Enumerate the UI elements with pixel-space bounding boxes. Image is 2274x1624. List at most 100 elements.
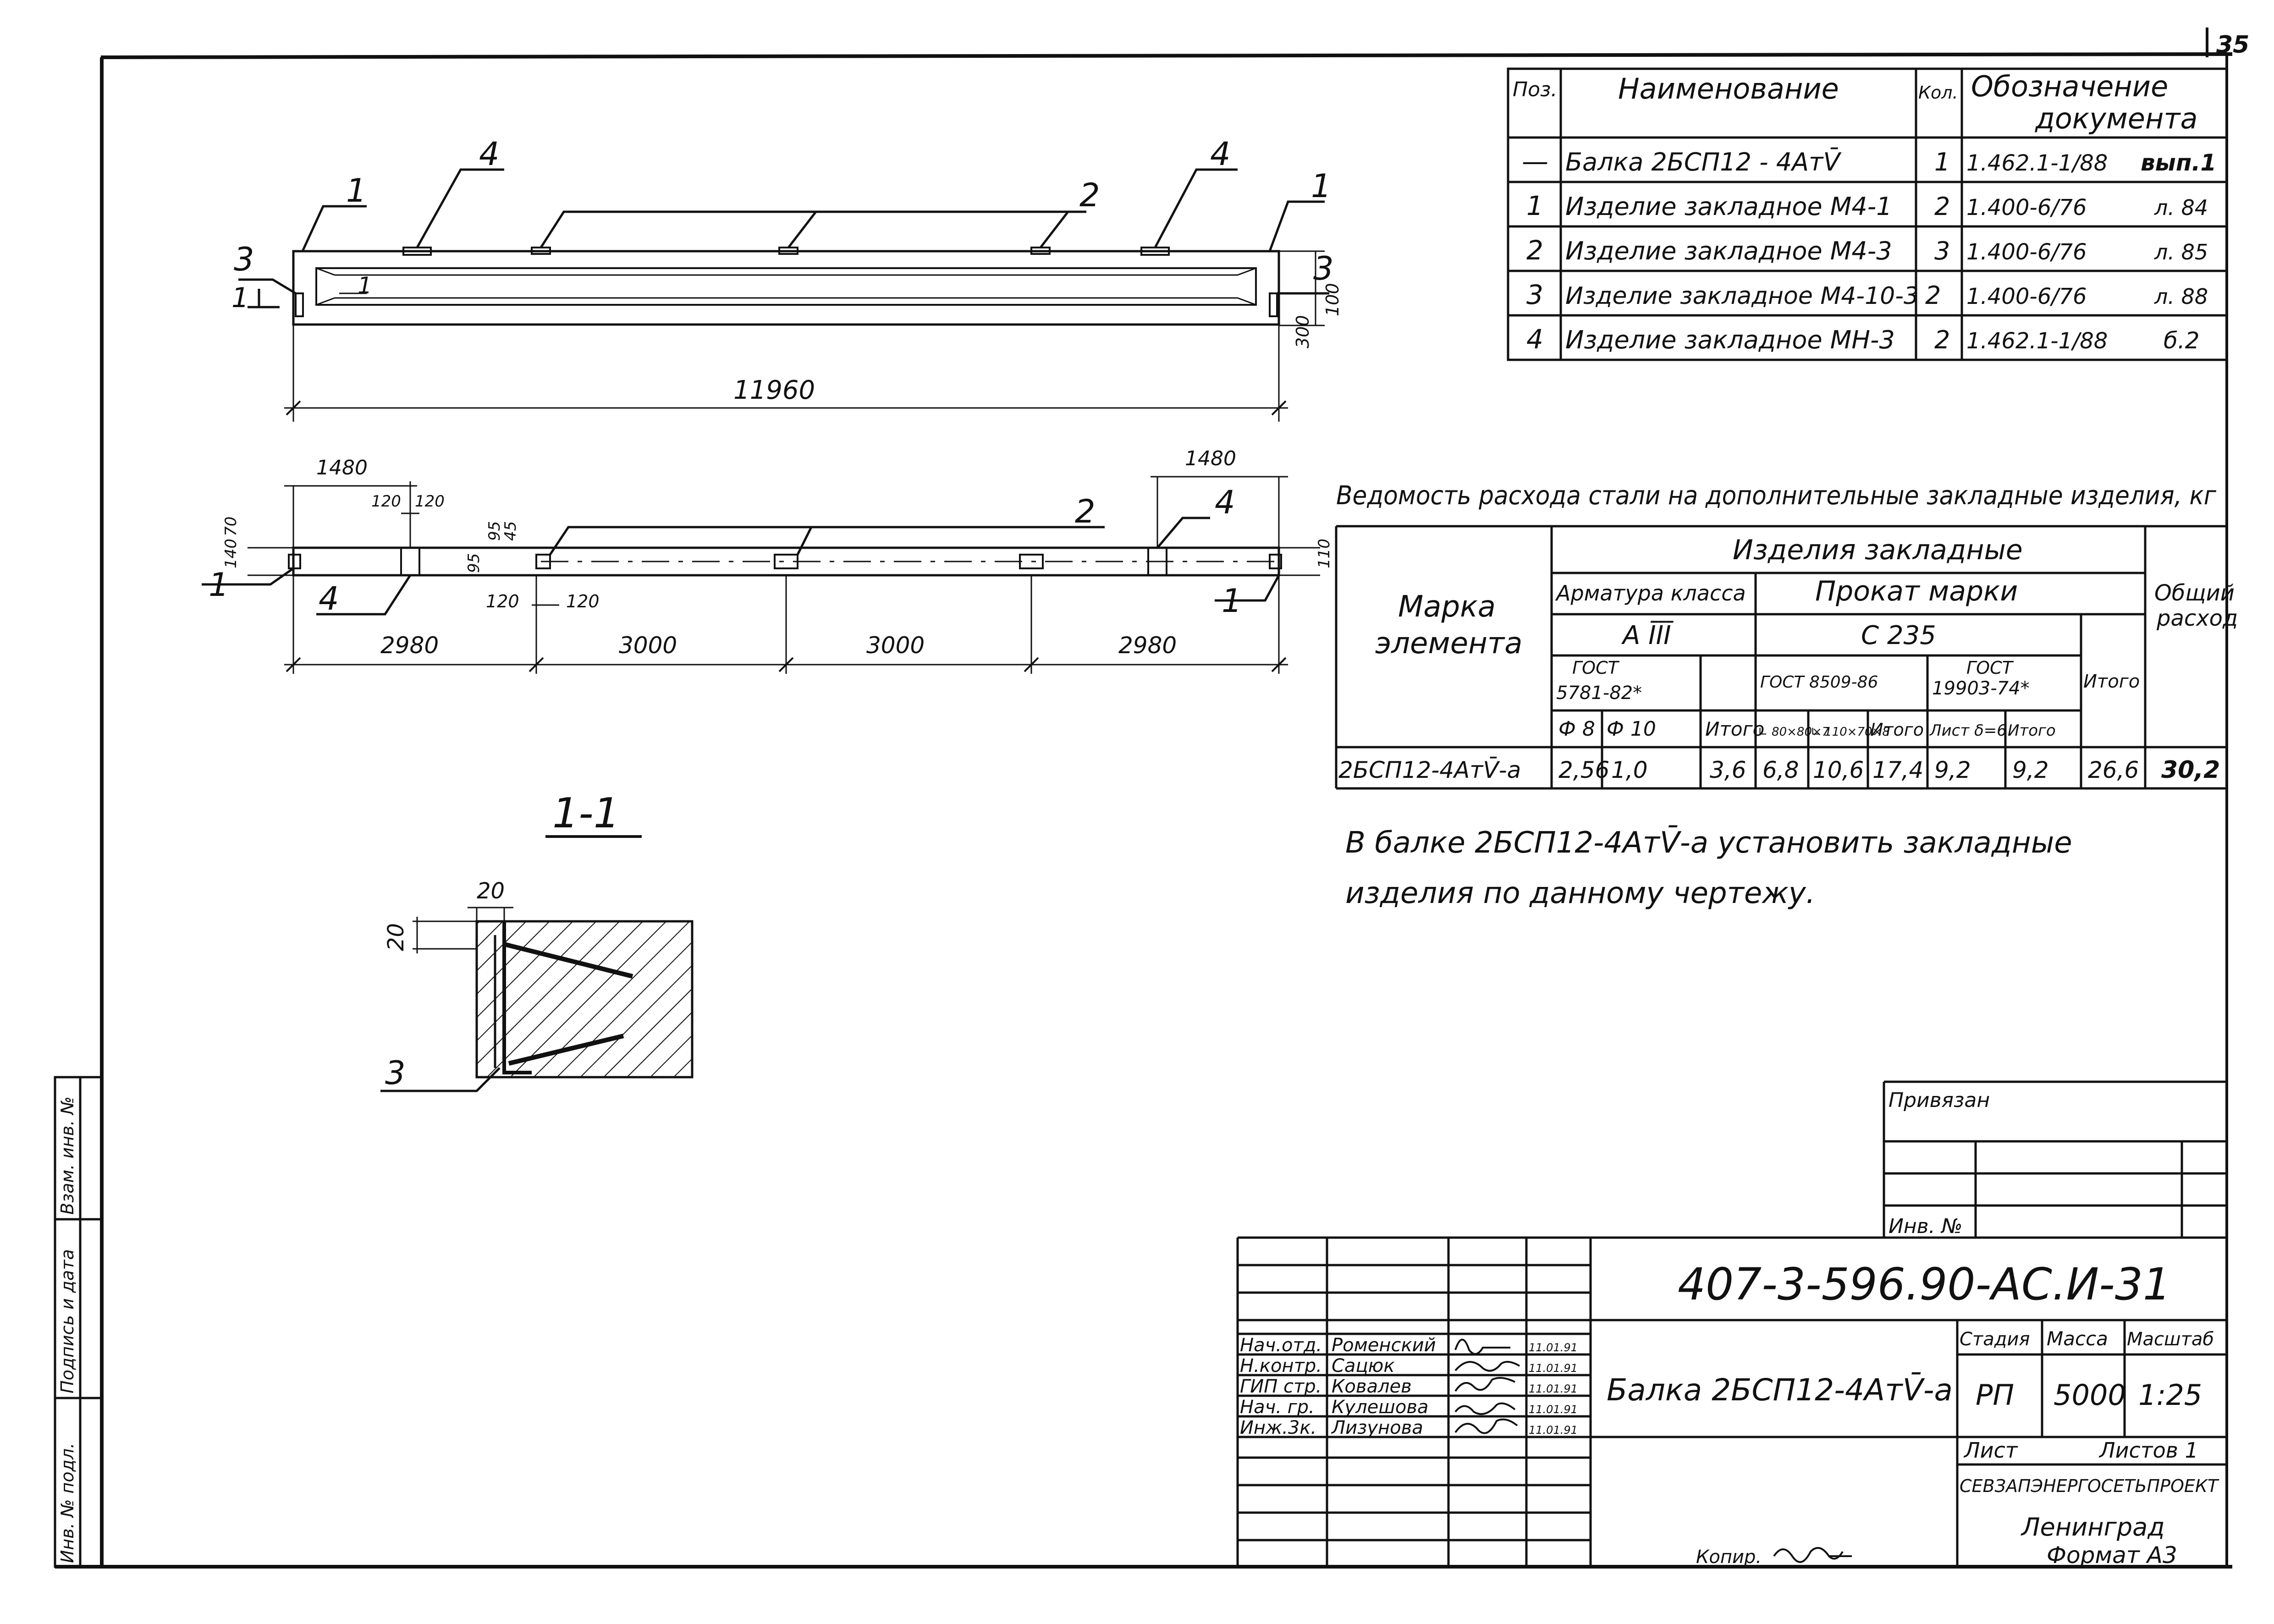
staff-date: 11.01.91 xyxy=(1529,1424,1578,1437)
spec-ref: б.2 xyxy=(2164,327,2200,354)
staff-signatures xyxy=(1454,1338,1520,1434)
sheets-label: Листов 1 xyxy=(2098,1438,2198,1463)
spec-qty: 2 xyxy=(1934,192,1950,221)
section-dim-20-top: 20 xyxy=(477,878,505,904)
dim-45: 45 xyxy=(501,521,520,541)
spec-qty: 2 xyxy=(1925,281,1941,310)
callout-2-top: 2 xyxy=(1079,176,1100,214)
scale-label: Масштаб xyxy=(2127,1329,2214,1350)
copied-signature xyxy=(1773,1547,1852,1563)
spec-qty: 3 xyxy=(1934,237,1950,265)
dim-2980-right: 2980 xyxy=(1118,632,1177,659)
dim-1480-right: 1480 xyxy=(1185,447,1236,470)
steel-h-ang1: ∟ 80×80×7 xyxy=(1758,725,1830,739)
spec-pos: 2 xyxy=(1526,235,1543,266)
spec-doc: 1.400-6/76 xyxy=(1966,195,2087,220)
dim-70: 70 xyxy=(222,517,240,536)
steel-h-rebar: Арматура класса xyxy=(1555,581,1746,606)
steel-h-itogo-main: Итого xyxy=(2083,671,2140,692)
steel-h-gost3b: 19903-74* xyxy=(1932,678,2030,699)
dim-95-b: 95 xyxy=(485,521,504,541)
page-number: 35 xyxy=(2216,31,2249,59)
steel-h-sheet: Лист δ=6 xyxy=(1929,721,2007,740)
spec-ref: л. 88 xyxy=(2154,284,2208,309)
inv-label: Инв. № xyxy=(1889,1215,1962,1238)
plan-callout-1-left: 1 xyxy=(209,566,229,604)
mass-value: 5000 xyxy=(2054,1378,2126,1412)
staff-row-0: Нач.отд. Роменский 11.01.91 xyxy=(1240,1335,1578,1356)
steel-h-gost1a: ГОСТ xyxy=(1572,658,1620,678)
spec-header-pos: Поз. xyxy=(1513,78,1557,101)
spec-pos: 4 xyxy=(1526,324,1543,355)
staff-name: Роменский xyxy=(1332,1335,1436,1356)
steel-h-f8: Ф 8 xyxy=(1558,717,1595,741)
steel-val-sheet: 9,2 xyxy=(1934,757,1971,783)
doc-name: Балка 2БСП12-4АтV̄-а xyxy=(1607,1372,1953,1408)
spec-name: Изделие закладное М4-3 xyxy=(1565,237,1892,265)
section-title: 1-1 xyxy=(552,789,620,837)
callout-3-left: 3 xyxy=(234,241,254,278)
staff-row-4: Инж.3к. Лизунова 11.01.91 xyxy=(1240,1417,1578,1438)
steel-val-itogo-sheet: 9,2 xyxy=(2012,757,2049,783)
dim-120-d: 120 xyxy=(566,591,600,611)
steel-h-products: Изделия закладные xyxy=(1733,534,2023,566)
staff-name: Сацюк xyxy=(1332,1355,1395,1376)
steel-h-total2: расход xyxy=(2156,606,2238,631)
staff-name: Лизунова xyxy=(1331,1417,1423,1438)
spec-row-1: 1 Изделие закладное М4-1 2 1.400-6/76 л.… xyxy=(1526,190,2208,221)
mass-label: Масса xyxy=(2047,1327,2108,1350)
cut-mark-inner: 1 xyxy=(358,272,372,299)
spec-row-0: — Балка 2БСП12 - 4АтV̄ 1 1.462.1-1/88 вы… xyxy=(1522,146,2216,177)
dim-95-a: 95 xyxy=(465,553,483,573)
staff-role: Нач. гр. xyxy=(1240,1397,1315,1418)
steel-table-grid xyxy=(1335,525,2227,790)
spec-pos: — xyxy=(1522,146,1548,177)
beam-plan xyxy=(202,476,1320,674)
steel-h-f10: Ф 10 xyxy=(1607,717,1656,741)
steel-table-title: Ведомость расхода стали на дополнительны… xyxy=(1336,481,2217,511)
callout-3-right: 3 xyxy=(1313,250,1334,287)
plan-callout-4-right: 4 xyxy=(1215,484,1235,521)
doc-code: 407-3-596.90-АС.И-31 xyxy=(1678,1259,2171,1310)
dim-300: 300 xyxy=(1293,315,1313,348)
plan-callout-2: 2 xyxy=(1075,493,1096,530)
steel-val-total: 30,2 xyxy=(2161,756,2220,784)
steel-val-itogo-ang: 17,4 xyxy=(1872,757,1923,783)
title-block-grid xyxy=(1236,1236,2227,1567)
attached-label: Привязан xyxy=(1889,1089,1990,1112)
spec-doc: 1.462.1-1/88 xyxy=(1966,328,2108,354)
staff-date: 11.01.91 xyxy=(1529,1341,1578,1354)
spec-header-name: Наименование xyxy=(1618,72,1839,105)
note-line-2: изделия по данному чертежу. xyxy=(1345,876,1815,910)
spec-name: Изделие закладное М4-1 xyxy=(1565,192,1892,221)
callout-1-right: 1 xyxy=(1311,167,1332,205)
dim-1480-left: 1480 xyxy=(316,456,368,479)
steel-val-ang1: 6,8 xyxy=(1762,757,1799,783)
staff-name: Ковалев xyxy=(1332,1376,1412,1397)
dim-120-c: 120 xyxy=(486,591,519,611)
staff-date: 11.01.91 xyxy=(1529,1403,1578,1416)
beam-elevation xyxy=(238,168,1329,422)
stage-label: Стадия xyxy=(1960,1329,2030,1350)
dim-3000-a: 3000 xyxy=(619,632,677,659)
side-stamp xyxy=(54,1076,103,1568)
stage-value: РП xyxy=(1976,1378,2014,1412)
plan-callout-1-right: 1 xyxy=(1222,582,1242,620)
spec-pos: 1 xyxy=(1526,190,1543,221)
spec-header-doc2: документа xyxy=(2035,102,2198,135)
format-label: Формат А3 xyxy=(2047,1542,2177,1569)
steel-h-total1: Общий xyxy=(2154,580,2235,606)
city-name: Ленинград xyxy=(2021,1513,2165,1541)
side-stamp-sign: Подпись и дата xyxy=(57,1249,77,1393)
steel-val-itogo-rebar: 3,6 xyxy=(1710,757,1746,783)
dim-120-a: 120 xyxy=(371,492,401,511)
staff-row-1: Н.контр. Сацюк 11.01.91 xyxy=(1240,1355,1578,1376)
staff-role: Инж.3к. xyxy=(1240,1417,1316,1438)
spec-doc: 1.462.1-1/88 xyxy=(1966,150,2108,176)
steel-h-element: элемента xyxy=(1375,627,1522,661)
spec-name: Изделие закладное М4-10-3 xyxy=(1565,282,1919,310)
steel-h-itogo-sheet: Итого xyxy=(2008,721,2056,740)
callout-4-left: 4 xyxy=(479,135,500,173)
staff-date: 11.01.91 xyxy=(1529,1362,1578,1375)
steel-h-gost3a: ГОСТ xyxy=(1966,658,2014,678)
